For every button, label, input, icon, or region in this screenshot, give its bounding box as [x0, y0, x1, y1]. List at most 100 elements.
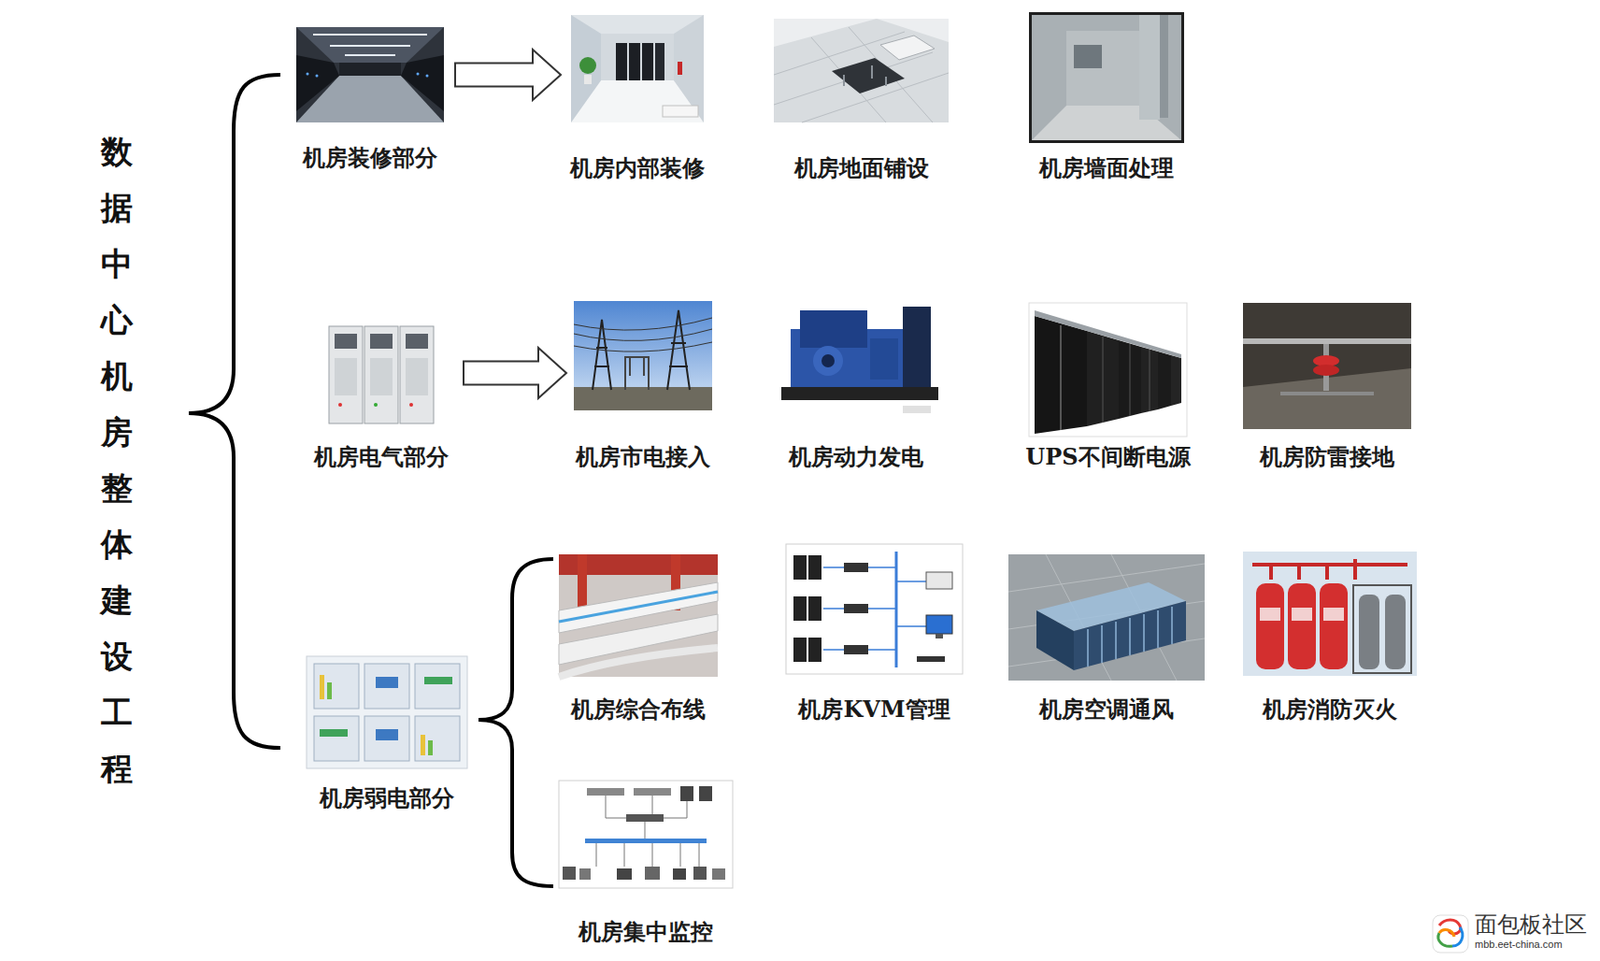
- card-caption: 机房地面铺设: [773, 154, 949, 183]
- image-card: 机房KVM管理: [785, 543, 963, 724]
- block-arrow: [455, 49, 561, 100]
- room-interior-photo-part: [584, 74, 592, 85]
- generator-photo-part: [781, 386, 939, 400]
- switchgear-photo-part: [373, 402, 378, 407]
- control-panel-screen-part: [375, 728, 399, 741]
- control-panel-screen: [306, 656, 468, 769]
- switchgear-photo-part: [338, 402, 343, 407]
- data-hall-photo-part: [400, 55, 444, 112]
- monitoring-topology-part: [605, 795, 687, 839]
- kvm-diagram-part: [808, 637, 822, 662]
- switchgear-photo-part: [409, 402, 414, 407]
- control-panel-screen-part: [314, 663, 359, 709]
- card-caption: 机房电气部分: [310, 442, 453, 472]
- image-card: 机房防雷接地: [1242, 302, 1412, 472]
- logo-icon-part: [1432, 914, 1469, 953]
- wall-finish-photo-part: [1031, 14, 1182, 141]
- gas-cylinder-photo-part: [1256, 583, 1285, 670]
- card-caption: 机房综合布线: [558, 695, 718, 724]
- generator-photo-part: [821, 354, 835, 368]
- kvm-diagram-part: [896, 581, 927, 627]
- switchgear-photo-part: [328, 326, 363, 424]
- generator-photo-part: [762, 293, 949, 424]
- control-panel-screen-part: [319, 674, 325, 700]
- ups-cabinet-photo-part: [1157, 351, 1172, 410]
- cable-tray-photo: [558, 554, 718, 677]
- kvm-diagram-part: [793, 555, 807, 580]
- data-hall-photo-part: [296, 27, 444, 63]
- image-card: 机房集中监控: [558, 780, 733, 946]
- image-card: 机房消防灭火: [1242, 551, 1417, 724]
- card-caption: 机房防雷接地: [1242, 442, 1412, 472]
- generator-photo: [762, 293, 949, 424]
- kvm-diagram-part: [823, 567, 897, 650]
- cable-tray-photo-part: [558, 554, 718, 677]
- switchgear-photo-part: [405, 357, 429, 396]
- switchgear-photo: [321, 316, 442, 429]
- control-panel-screen-part: [420, 734, 426, 756]
- cable-tray-photo-part: [558, 647, 718, 677]
- kvm-diagram-part: [808, 555, 822, 580]
- substation-photo-part: [592, 319, 612, 390]
- gas-cylinder-photo-part: [1319, 583, 1348, 670]
- room-interior-photo-part: [628, 42, 641, 81]
- raised-floor-photo-part: [880, 35, 935, 60]
- image-card: 机房综合布线: [558, 554, 718, 724]
- card-caption: 机房弱电部分: [306, 784, 468, 813]
- ups-cabinet-photo-part: [1102, 336, 1104, 423]
- room-interior-photo-part: [655, 42, 665, 81]
- cold-aisle-model-part: [1036, 610, 1074, 671]
- ups-cabinet-photo-part: [1059, 325, 1062, 430]
- gas-cylinder-photo-part: [1287, 583, 1316, 670]
- control-panel-screen-part: [327, 682, 332, 700]
- data-hall-photo-part: [329, 44, 411, 47]
- ups-cabinet-photo-part: [1086, 330, 1119, 427]
- room-interior-photo-part: [600, 33, 674, 81]
- kvm-diagram-part: [843, 644, 869, 655]
- wall-finish-photo-part: [1159, 14, 1169, 118]
- logo-icon-part: [1439, 929, 1455, 937]
- curly-brace: [188, 74, 281, 748]
- room-interior-photo-part: [571, 14, 601, 123]
- control-panel-screen-part: [364, 715, 410, 761]
- watermark-text: 面包板社区: [1474, 911, 1587, 939]
- data-hall-photo-part: [416, 72, 420, 76]
- substation-photo: [573, 300, 713, 411]
- image-card: 机房空调通风: [1008, 554, 1205, 724]
- cold-aisle-model-part: [1073, 600, 1186, 671]
- card-caption: UPS不间断电源: [1021, 442, 1195, 472]
- image-card: 机房装修部分: [296, 27, 444, 172]
- switchgear-photo-part: [400, 326, 434, 424]
- switchgear-photo-part: [334, 357, 358, 396]
- wall-finish-photo-part: [1073, 44, 1102, 69]
- ups-cabinet-photo-part: [1149, 349, 1151, 412]
- gas-cylinder-photo-part: [1259, 607, 1281, 621]
- kvm-diagram-part: [785, 543, 963, 674]
- control-panel-screen-part: [414, 715, 460, 761]
- ups-cabinet-photo-part: [1034, 315, 1087, 434]
- card-caption: 机房消防灭火: [1242, 695, 1417, 724]
- lightning-arrester-photo: [1242, 302, 1412, 429]
- data-hall-photo: [296, 27, 444, 123]
- gas-cylinder-photo: [1242, 551, 1417, 676]
- image-card: 机房动力发电: [762, 293, 949, 472]
- kvm-diagram-part: [808, 596, 822, 621]
- raised-floor-photo-part: [773, 18, 949, 123]
- monitoring-topology-part: [633, 787, 672, 796]
- ups-cabinet-photo: [1028, 302, 1187, 437]
- kvm-diagram-part: [926, 571, 953, 589]
- switchgear-photo-part: [370, 357, 393, 396]
- generator-photo-part: [902, 405, 931, 414]
- switchgear-photo-part: [364, 326, 399, 424]
- image-card: 机房市电接入: [571, 300, 715, 472]
- switchgear-photo-part: [370, 333, 393, 349]
- gas-cylinder-photo-part: [1385, 594, 1406, 670]
- room-interior-photo-part: [615, 42, 628, 81]
- image-card: 机房电气部分: [310, 316, 453, 472]
- kvm-diagram-part: [793, 596, 807, 621]
- data-hall-photo-part: [306, 72, 310, 76]
- gas-cylinder-photo-part: [1353, 585, 1412, 673]
- data-hall-photo-part: [315, 74, 319, 78]
- cold-aisle-model-part: [1008, 554, 1205, 681]
- substation-photo-part: [573, 300, 713, 411]
